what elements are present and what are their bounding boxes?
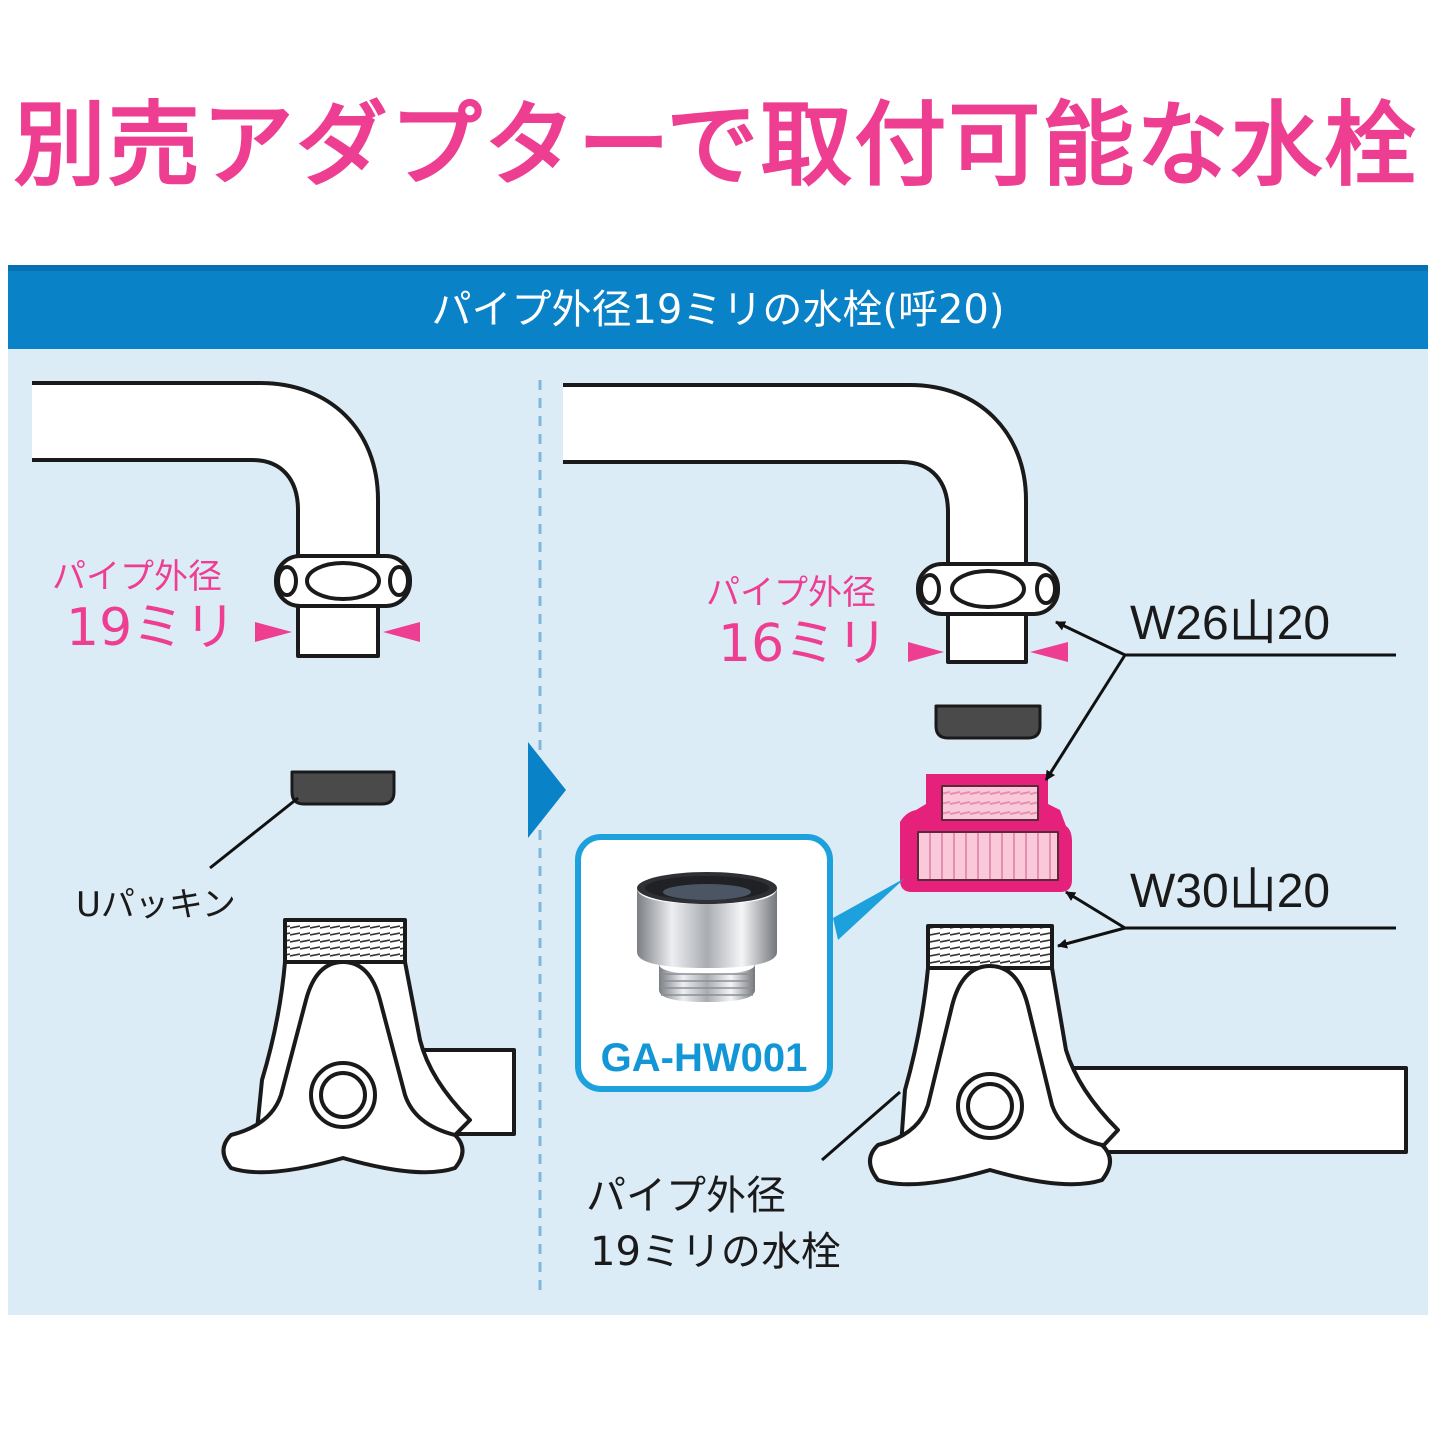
- left-pipe-size: 19ミリ: [66, 598, 237, 658]
- next-arrow-icon: [528, 742, 566, 838]
- right-pipe-size: 16ミリ: [718, 614, 889, 674]
- product-model: GA-HW001: [600, 1036, 808, 1080]
- left-dim-arrow-right: [383, 622, 420, 642]
- thread-label-w26: W26山20: [1130, 597, 1331, 650]
- packing-leader: [209, 796, 299, 870]
- left-dim-arrow-left: [255, 622, 292, 642]
- faucet-label-line1: パイプ外径: [586, 1173, 786, 1219]
- adapter-part: [900, 774, 1072, 892]
- page-title: 別売アダプターで取付可能な水栓: [13, 92, 1419, 199]
- right-dim-arrow-left: [908, 642, 944, 662]
- callout-pointer: [833, 878, 905, 940]
- faucet-label-line2: 19ミリの水栓: [590, 1229, 841, 1275]
- packing-label: Uパッキン: [76, 885, 236, 925]
- section-header: パイプ外径19ミリの水栓(呼20): [8, 265, 1428, 349]
- adapter-photo: [637, 872, 777, 1002]
- thread-label-w30: W30山20: [1130, 865, 1331, 918]
- right-pipe-label: パイプ外径: [706, 573, 876, 613]
- section-header-text: パイプ外径19ミリの水栓(呼20): [431, 287, 1005, 333]
- right-faucet: [563, 383, 1408, 1187]
- left-pipe-label: パイプ外径: [52, 557, 222, 597]
- product-callout: GA-HW001: [575, 834, 833, 1092]
- left-faucet: [32, 381, 516, 1175]
- right-dim-arrow-right: [1030, 642, 1068, 662]
